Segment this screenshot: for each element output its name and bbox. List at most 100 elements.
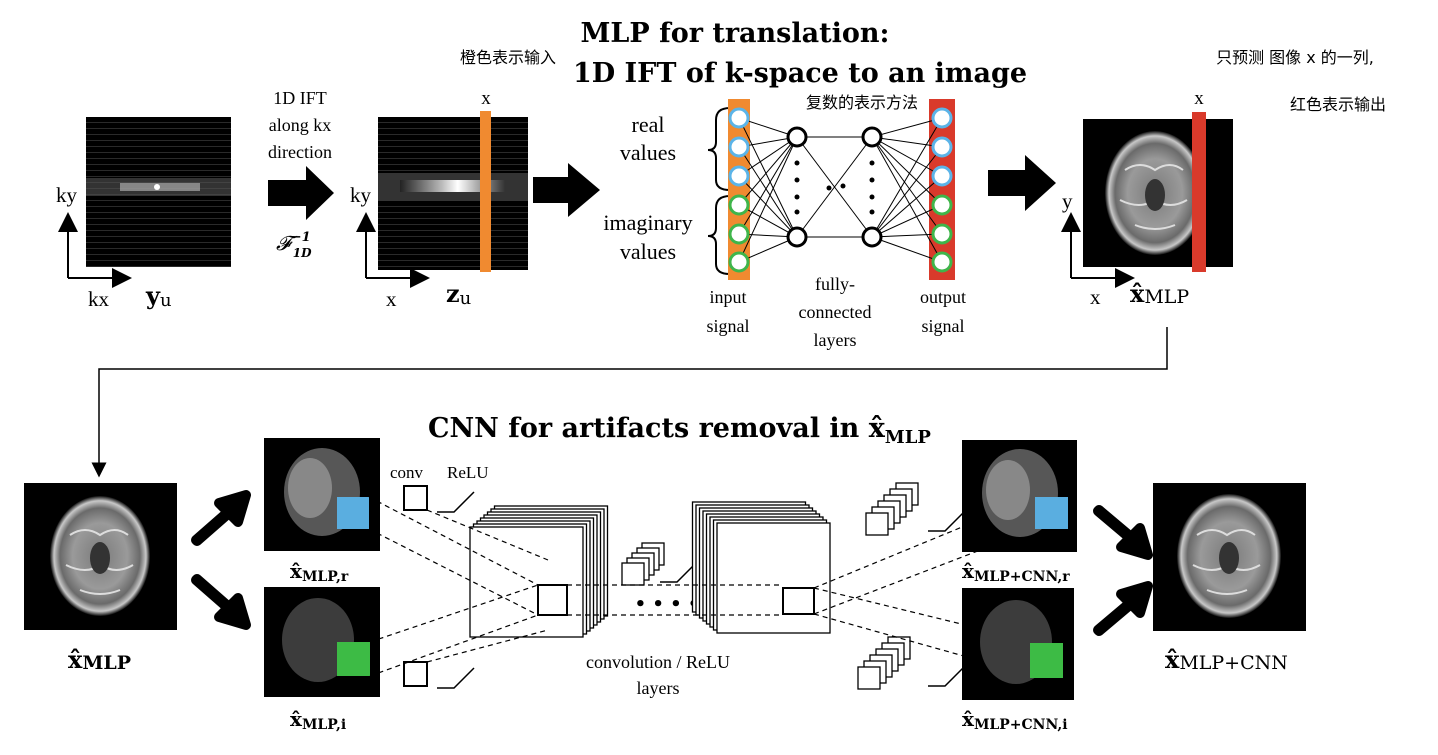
output-node (931, 165, 953, 187)
mlp-title-line2: 1D IFT of k-space to an image (573, 58, 1027, 89)
ift-text-3: direction (268, 142, 332, 162)
mlp-edge (871, 233, 943, 238)
mlp-edge (871, 136, 943, 177)
axes-kspace (58, 212, 132, 288)
feature-map-small (865, 512, 889, 536)
label-real-2: values (620, 140, 676, 165)
mlp-edge (871, 117, 943, 238)
mlp-edge (871, 146, 943, 238)
arrow-from-real (1093, 505, 1153, 560)
label-yu: yu (145, 281, 172, 311)
col-label-x-2: x (1194, 88, 1204, 109)
label-layers-2: layers (637, 678, 680, 698)
label-zu: zu (446, 279, 471, 309)
axis-label-kx: kx (88, 287, 110, 311)
hidden-node (861, 226, 883, 248)
ift-text-1: 1D IFT (273, 88, 327, 108)
label-xmlp-top: x̂MLP (1130, 279, 1189, 308)
output-node (931, 251, 953, 273)
brain-image-xmlp-bottom (24, 483, 177, 630)
label-relu: ReLU (447, 463, 489, 482)
hidden-node (786, 226, 808, 248)
connector-to-cnn (91, 327, 1168, 478)
note-orange-input: 橙色表示输入 (460, 48, 556, 67)
label-xcnn: x̂MLP+CNN (1165, 645, 1288, 674)
col-label-x-1: x (481, 88, 491, 109)
mlp-connections (738, 117, 943, 263)
arrow-to-mlp (533, 163, 600, 217)
label-imag-1: imaginary (603, 210, 692, 235)
relu-symbol-mid (660, 561, 698, 583)
brace-real (707, 107, 731, 191)
mlp-edge (871, 136, 943, 235)
arrow-from-imag (1093, 581, 1153, 636)
label-conv: conv (390, 463, 424, 482)
feature-stack-left (469, 505, 609, 638)
feature-map-small (621, 562, 645, 586)
mlp-edge (738, 236, 798, 263)
output-layer-bar (929, 99, 955, 280)
mlp-edge (871, 117, 943, 138)
mlp-hidden-dots (794, 160, 875, 215)
receptive-field-right (782, 587, 815, 615)
mlp-title-line1: MLP for translation: (581, 18, 890, 49)
input-node (728, 223, 750, 245)
mlp-edge (796, 136, 873, 238)
axes-hybrid (356, 212, 430, 288)
output-node (931, 223, 953, 245)
mlp-edge (871, 136, 943, 263)
mlp-edge (738, 136, 798, 177)
mlp-edge (738, 146, 798, 238)
mlp-edge (871, 136, 943, 206)
label-layers-1: convolution / ReLU (586, 652, 730, 672)
label-xcnn-i: x̂MLP+CNN,i (962, 707, 1068, 733)
label-xmlp-r: x̂MLP,r (290, 559, 349, 585)
label-imag-2: values (620, 239, 676, 264)
brain-image-xcnn-r (962, 440, 1077, 552)
input-column-orange (480, 111, 491, 272)
mlp-edge (871, 236, 943, 263)
arrow-to-real (191, 490, 251, 546)
feature-stack-small-left (621, 542, 665, 586)
mlp-edge (871, 204, 943, 238)
conv-box-bottom (403, 661, 428, 687)
note-red-output: 红色表示输出 (1290, 95, 1386, 114)
label-xmlp-bottom: x̂MLP (68, 645, 131, 674)
relu-symbol-bottom (437, 667, 475, 689)
input-node (728, 107, 750, 129)
note-predict-column: 只预测 图像 x 的一列, (1216, 48, 1374, 67)
output-column-red (1192, 112, 1206, 272)
mlp-edge (738, 204, 798, 238)
mlp-edge (738, 136, 798, 263)
axis-label-x-1: x (386, 287, 397, 311)
label-real-1: real (632, 112, 665, 137)
axes-image (1061, 212, 1135, 288)
label-input-signal-2: signal (707, 316, 750, 336)
brace-imag (707, 195, 731, 275)
patch-imag-out (1030, 643, 1063, 678)
mlp-edge (871, 136, 943, 148)
relu-symbol-right-top (928, 510, 966, 532)
brain-image-xcnn (1153, 483, 1306, 631)
ift-text-2: along kx (269, 115, 332, 135)
label-fc-2: connected (799, 302, 872, 322)
axis-label-x-2: x (1090, 285, 1101, 309)
label-xmlp-i: x̂MLP,i (290, 707, 346, 733)
receptive-field-left (537, 584, 568, 616)
output-node (931, 107, 953, 129)
brain-image-xmlp-top (1083, 119, 1233, 267)
arrow-to-imag (191, 574, 251, 630)
kspace-image-yu (86, 117, 231, 267)
feature-stack-small-right-top (865, 482, 919, 536)
conv-box-top (403, 485, 428, 511)
label-xcnn-r: x̂MLP+CNN,r (962, 559, 1070, 585)
input-node (728, 194, 750, 216)
mlp-edge (738, 136, 798, 235)
patch-real-out (1035, 497, 1068, 529)
patch-imag-in (337, 642, 370, 676)
mlp-edge (871, 175, 943, 238)
input-node (728, 165, 750, 187)
